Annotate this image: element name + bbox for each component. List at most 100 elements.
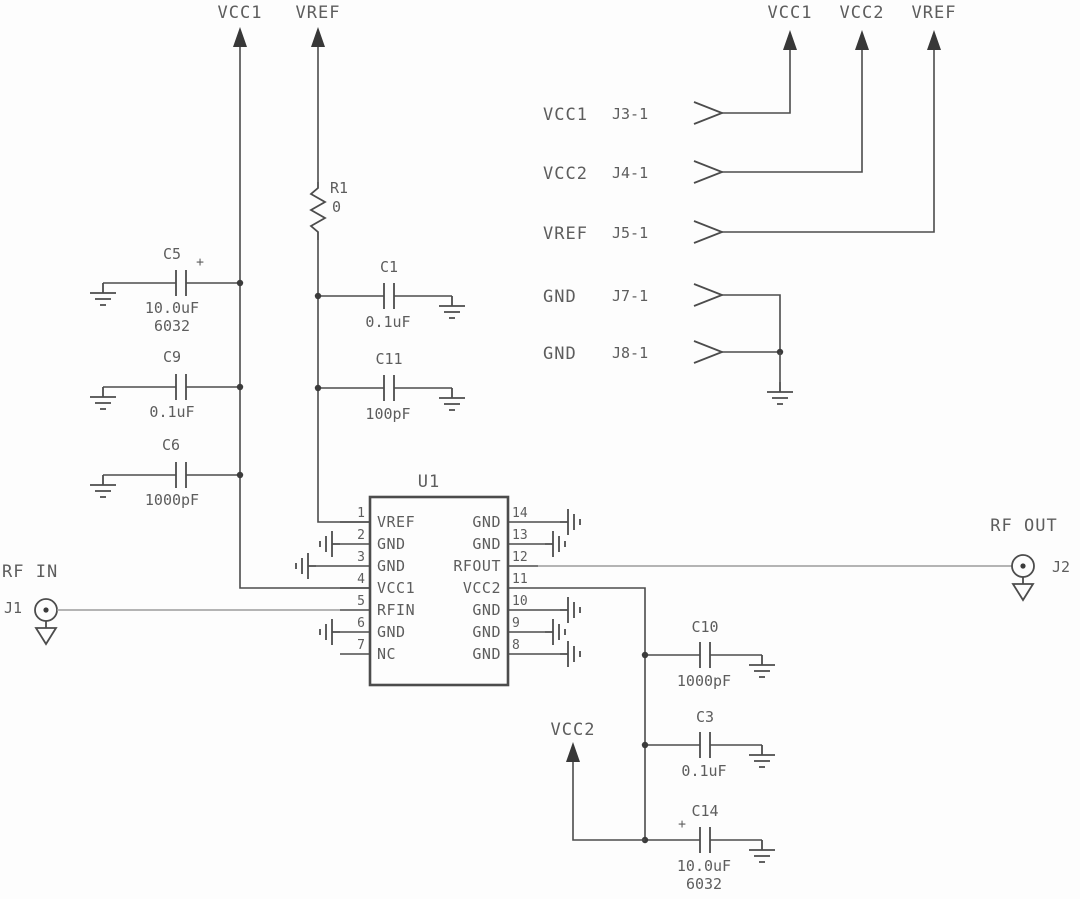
ic-pin-left-5: 5 RFIN [340, 594, 415, 619]
ic-pin-left-7: 7 NC [340, 638, 396, 663]
capacitor-icon [699, 731, 711, 759]
capacitor-c3: C3 0.1uF [645, 708, 776, 780]
power-arrow-icon [566, 742, 580, 762]
power-flag-vref-left: VREF [296, 3, 341, 182]
ground-icon [748, 654, 776, 678]
wire-j5-vref [722, 50, 935, 233]
power-arrow-icon [233, 27, 247, 47]
pin-number: 2 [357, 528, 365, 543]
pin-name: GND [472, 513, 501, 531]
ground-icon [89, 282, 117, 306]
ic-pin-right-11: 11 VCC2 [463, 572, 538, 597]
capacitor-c1: C1 0.1uF [318, 258, 466, 331]
capacitor-c9: C9 0.1uF [89, 348, 240, 421]
capacitor-c14: C14 + 10.0uF 6032 [645, 802, 776, 893]
ic-pin-left-3: 3 GND [295, 550, 406, 580]
header-row-j8: GND J8-1 [543, 340, 780, 364]
capacitor-c11: C11 100pF [318, 350, 466, 423]
pin-number: 1 [357, 506, 365, 521]
wire-j7-gnd [722, 294, 781, 352]
pin-name: GND [377, 557, 406, 575]
pin-number: 7 [357, 638, 365, 653]
junction-dot [314, 384, 322, 392]
ref-c9: C9 [163, 348, 181, 366]
ground-icon [319, 618, 341, 646]
power-arrow-icon [311, 27, 325, 47]
pin-number: 11 [512, 572, 528, 587]
wire-j4-vcc2 [722, 50, 863, 173]
chassis-ground-icon [1011, 577, 1035, 602]
pin-name: RFOUT [453, 557, 501, 575]
ground-icon [438, 295, 466, 319]
connector-pin-icon [693, 340, 725, 364]
ref-c14: C14 [691, 802, 718, 820]
coax-center-pin [1020, 563, 1026, 569]
wire-vcc2-feed [538, 587, 646, 840]
ground-icon [748, 744, 776, 768]
rf-in-port: RF IN J1 [2, 562, 340, 646]
ground-icon [559, 596, 581, 624]
net-label-vcc1: VCC1 [218, 3, 263, 23]
resistor-icon [309, 182, 327, 240]
ref-c6: C6 [162, 436, 180, 454]
ground-icon [438, 387, 466, 411]
capacitor-icon [175, 269, 187, 297]
polarity-c5: + [196, 255, 204, 270]
capacitor-icon [699, 826, 711, 854]
pin-number: 6 [357, 616, 365, 631]
wire-vcc2-rail [572, 762, 645, 841]
ic-pin-right-14: 14 GND [472, 506, 581, 536]
header-ref: J8-1 [612, 344, 648, 362]
pin-name: GND [472, 623, 501, 641]
package-c5: 6032 [154, 317, 190, 335]
ground-icon [89, 386, 117, 410]
capacitor-icon [699, 641, 711, 669]
junction-dot [236, 383, 244, 391]
header-ref: J5-1 [612, 224, 648, 242]
header-row-j7: GND J7-1 [543, 283, 781, 352]
ref-r1: R1 [330, 179, 348, 197]
power-flag-vcc1-left: VCC1 [218, 3, 370, 589]
capacitor-c10: C10 1000pF [645, 618, 776, 690]
pin-number: 4 [357, 572, 365, 587]
connector-pin-icon [693, 101, 725, 125]
power-flag-vref-right: VREF [912, 3, 955, 50]
pin-name: VREF [377, 513, 415, 531]
value-c11: 100pF [365, 405, 410, 423]
connector-pin-icon [693, 160, 725, 184]
ref-c10: C10 [691, 618, 718, 636]
header-ref: J4-1 [612, 164, 648, 182]
value-c10: 1000pF [677, 672, 731, 690]
ic-pin-right-12: 12 RFOUT [453, 550, 538, 575]
rf-out-port: RF OUT J2 [538, 516, 1070, 602]
ground-icon [559, 640, 581, 668]
value-c9: 0.1uF [149, 403, 194, 421]
junction-dot [236, 279, 244, 287]
pin-name: GND [472, 535, 501, 553]
header-signal: GND [543, 344, 577, 364]
value-r1: 0 [332, 198, 341, 216]
capacitor-icon [383, 374, 395, 402]
ground-icon [766, 381, 794, 405]
net-label-vref: VREF [296, 3, 341, 23]
capacitor-icon [175, 373, 187, 401]
pin-number: 8 [512, 638, 520, 653]
pin-number: 5 [357, 594, 365, 609]
ground-icon [319, 530, 341, 558]
ref-c1: C1 [380, 258, 398, 276]
ref-c3: C3 [696, 708, 714, 726]
ic-pin-left-2: 2 GND [319, 528, 405, 558]
ic-pin-left-6: 6 GND [319, 616, 405, 646]
capacitor-c5: C5 + 10.0uF 6032 [89, 245, 240, 335]
junction-dot [314, 292, 322, 300]
ic-pin-right-9: 9 GND [472, 616, 566, 646]
power-flag-vcc2-right: VCC2 [840, 3, 883, 50]
header-signal: VCC1 [543, 105, 588, 125]
wire-vcc1-rail [239, 47, 370, 589]
ref-c5: C5 [163, 245, 181, 263]
resistor-r1: R1 0 [309, 179, 348, 240]
net-label-vcc2: VCC2 [551, 720, 596, 740]
ground-icon [295, 552, 317, 580]
